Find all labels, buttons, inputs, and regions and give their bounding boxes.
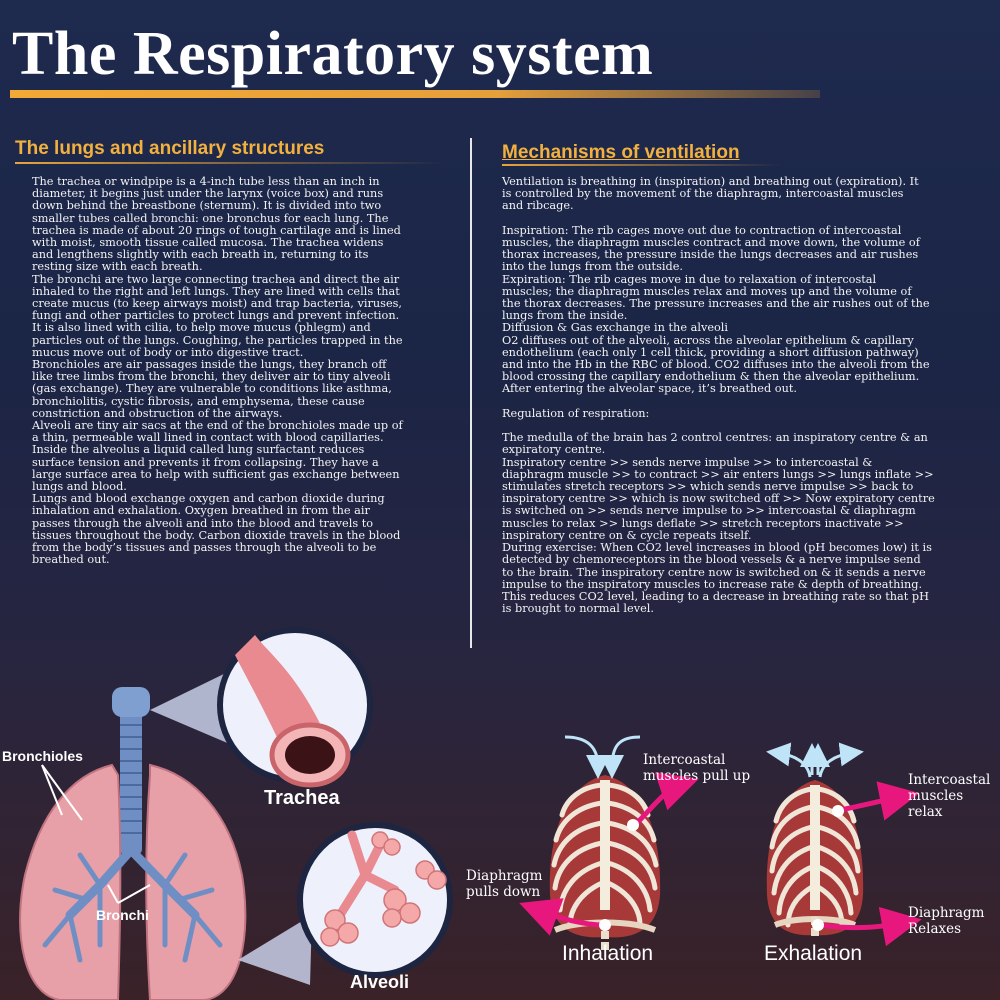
title-underline [10,90,820,98]
trachea-label: Trachea [264,787,340,809]
bronchial-tree [42,845,223,963]
page-title: The Respiratory system [12,20,654,88]
alveoli-label: Alveoli [350,972,410,992]
lungs-illustration [19,627,453,1000]
right-section-body: Ventilation is breathing in (inspiration… [502,175,935,616]
inhale-muscles-label: Intercoastal muscles pull up [643,752,751,784]
left-section-body: The trachea or windpipe is a 4-inch tube… [32,175,403,567]
trachea-zoom-circle [217,627,373,788]
alveoli-zoom-circle [297,822,453,978]
air-flow-arrows [564,735,864,779]
left-section-heading: The lungs and ancillary structures [15,138,325,159]
left-heading-underline [15,162,445,164]
exhalation-caption: Exhalation [764,942,863,965]
inhale-diaphragm-label: Diaphragm pulls down [466,868,543,900]
exhale-diaphragm-label: Diaphragm Relaxes [908,905,985,937]
label-pointers [41,764,151,904]
inhalation-caption: Inhalation [562,942,654,965]
column-divider [470,138,472,648]
exhalation-ribcage [766,780,864,936]
alveoli-zoom-beam [238,915,312,985]
bronchioles-label: Bronchioles [2,748,83,764]
trachea-tube [112,687,150,855]
bronchi-label: Bronchi [96,907,149,923]
ventilation-illustration [519,735,922,950]
right-section-heading: Mechanisms of ventilation [502,142,740,163]
right-heading-underline [502,164,782,166]
trachea-zoom-beam [150,670,232,745]
inhalation-ribcage [549,775,661,950]
exhale-muscles-label: Intercoastal muscles relax [908,772,991,820]
